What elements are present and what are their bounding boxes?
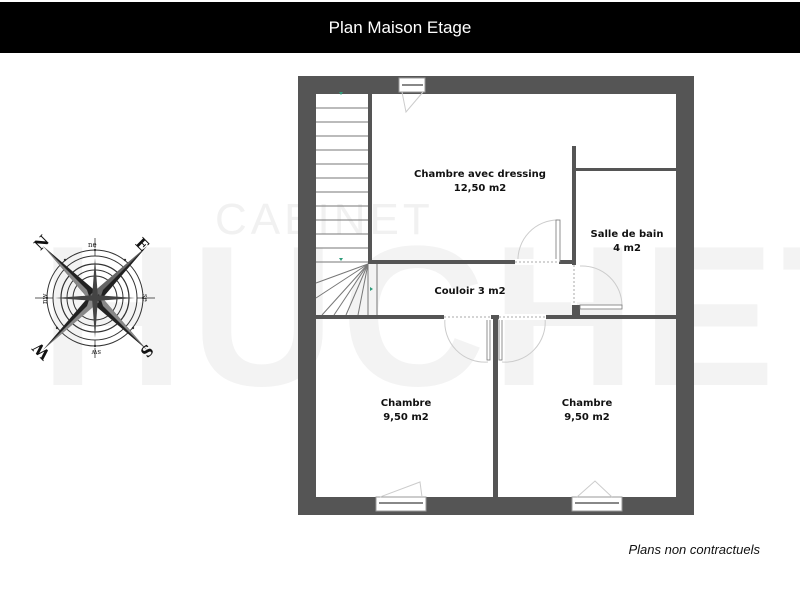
compass-se: se xyxy=(141,294,149,302)
room-area: 12,50 m2 xyxy=(453,183,507,194)
compass-sw: sw xyxy=(91,348,101,356)
room-area: 9,50 m2 xyxy=(383,412,429,423)
wall-south xyxy=(298,497,694,515)
stair-direction-arrow-icon xyxy=(339,92,373,291)
wall-north xyxy=(298,76,694,94)
room-area: 9,50 m2 xyxy=(564,412,610,423)
room-area: 4 m2 xyxy=(613,243,641,254)
compass-rose-icon: N E S W ne se sw nw xyxy=(28,231,157,364)
room-name: Chambre xyxy=(561,398,613,409)
disclaimer-note: Plans non contractuels xyxy=(628,542,760,557)
wall-east xyxy=(676,76,694,515)
room-name: Salle de bain xyxy=(590,229,664,240)
room-chambre-2: Chambre 9,50 m2 xyxy=(562,397,613,425)
room-salle-de-bain: Salle de bain 4 m2 xyxy=(591,228,664,256)
room-couloir: Couloir 3 m2 xyxy=(434,285,505,299)
room-chambre-1: Chambre 9,50 m2 xyxy=(381,397,432,425)
room-name: Chambre avec dressing xyxy=(414,169,546,180)
wall-west xyxy=(298,76,316,515)
title-bar: Plan Maison Etage xyxy=(0,2,800,53)
page-title: Plan Maison Etage xyxy=(328,17,472,37)
compass-ne: ne xyxy=(88,241,97,249)
room-name: Couloir 3 m2 xyxy=(434,286,506,297)
room-name: Chambre xyxy=(380,398,432,409)
compass-nw: nw xyxy=(41,293,49,304)
room-chambre-dressing: Chambre avec dressing 12,50 m2 xyxy=(414,168,546,196)
